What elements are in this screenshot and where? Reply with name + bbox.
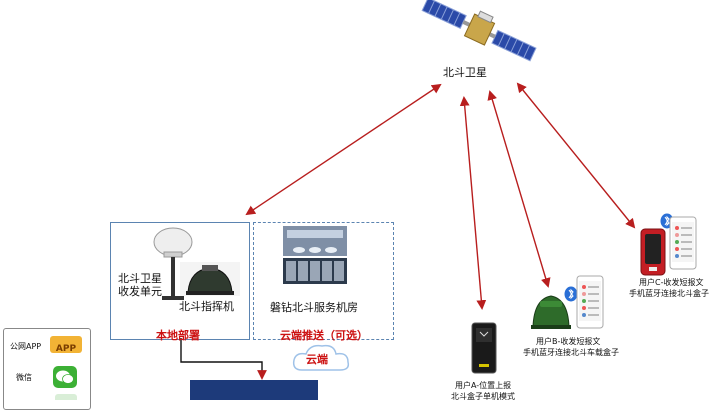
user-a-line2: 北斗盒子单机模式 bbox=[451, 392, 515, 401]
wechat-label: 微信 bbox=[16, 373, 32, 382]
arrow-satellite-user-c bbox=[516, 82, 636, 229]
local-deployment-label: 本地部署 bbox=[156, 329, 200, 342]
cloud-push-box bbox=[253, 222, 394, 340]
local-deployment-box bbox=[110, 222, 250, 340]
command-machine-label: 北斗指挥机 bbox=[179, 300, 234, 313]
satellite-label: 北斗卫星 bbox=[443, 66, 487, 79]
server-room-image bbox=[283, 226, 347, 284]
command-center-screen bbox=[190, 380, 318, 400]
command-machine-icon bbox=[180, 262, 240, 296]
user-c-phone bbox=[669, 216, 697, 270]
transceiver-unit-line2: 收发单元 bbox=[118, 285, 162, 298]
cloud-push-label: 云端推送（可选） bbox=[280, 329, 368, 342]
user-b-vehicle-box bbox=[531, 295, 571, 329]
connector-local-cloud bbox=[180, 338, 267, 380]
public-app-label: 公网APP bbox=[10, 342, 42, 351]
user-a-box-device bbox=[471, 322, 497, 374]
panel-item-partial bbox=[55, 394, 77, 400]
app-badge-text: APP bbox=[55, 344, 77, 354]
antenna-dome-icon bbox=[153, 227, 193, 300]
wechat-icon bbox=[53, 366, 77, 388]
user-c-box-device bbox=[640, 228, 666, 276]
user-c-line1: 用户C-收发短报文 bbox=[639, 278, 704, 287]
server-room-label: 磐钻北斗服务机房 bbox=[270, 301, 358, 314]
user-b-line1: 用户B-收发短报文 bbox=[536, 337, 601, 346]
satellite-icon bbox=[421, 0, 537, 62]
connection-arrows bbox=[180, 82, 636, 380]
arrow-satellite-user-b bbox=[487, 90, 551, 288]
app-badge: APP bbox=[50, 336, 82, 354]
transceiver-unit-line1: 北斗卫星 bbox=[118, 272, 162, 285]
user-b-bluetooth-icon bbox=[564, 286, 578, 302]
arrow-satellite-local bbox=[245, 83, 442, 216]
cloud-label: 云端 bbox=[306, 353, 328, 366]
cloud-icon bbox=[292, 344, 350, 371]
user-b-phone bbox=[576, 275, 604, 329]
user-c-line2: 手机蓝牙连接北斗盒子 bbox=[629, 289, 709, 298]
arrow-satellite-user-a bbox=[459, 96, 487, 310]
user-a-line1: 用户A-位置上报 bbox=[455, 381, 512, 390]
user-b-line2: 手机蓝牙连接北斗车载盒子 bbox=[523, 348, 619, 357]
